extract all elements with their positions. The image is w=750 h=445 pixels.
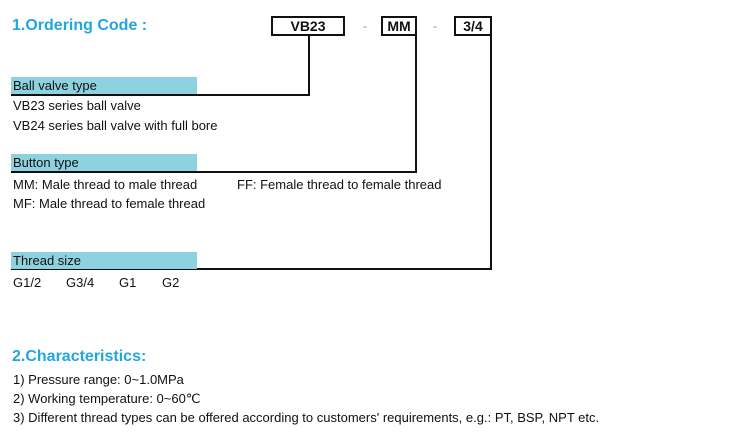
ball-valve-option: VB24 series ball valve with full bore [13,118,218,133]
ordering-code-title: 1.Ordering Code : [12,17,148,34]
connector-line-button [415,35,417,173]
ball-valve-option: VB23 series ball valve [13,98,141,113]
connector-line-button [197,171,417,173]
code-separator: - [433,19,437,33]
button-type-option: MM: Male thread to male thread [13,177,198,192]
label-underline [11,171,197,173]
characteristics-title: 2.Characteristics: [12,348,147,365]
button-type-label: Button type [11,154,197,171]
thread-size-label: Thread size [11,252,197,269]
connector-line-series [308,35,310,96]
connector-line-thread [197,268,492,270]
thread-size-option: G2 [162,275,180,290]
code-separator: - [363,19,367,33]
connector-line-thread [490,35,492,270]
thread-size-option: G1 [119,275,137,290]
characteristic-item: 2) Working temperature: 0~60℃ [13,391,201,406]
characteristic-item: 1) Pressure range: 0~1.0MPa [13,372,184,387]
connector-line-series [197,94,310,96]
code-box-thread: 3/4 [454,16,492,36]
button-type-option: FF: Female thread to female thread [237,177,442,192]
label-underline [11,268,197,270]
thread-size-option: G1/2 [13,275,42,290]
thread-size-option: G3/4 [66,275,95,290]
label-underline [11,94,197,96]
button-type-option: MF: Male thread to female thread [13,196,206,211]
ball-valve-type-label: Ball valve type [11,77,197,94]
code-box-button: MM [381,16,417,36]
characteristic-item: 3) Different thread types can be offered… [13,410,600,425]
code-box-series: VB23 [271,16,345,36]
